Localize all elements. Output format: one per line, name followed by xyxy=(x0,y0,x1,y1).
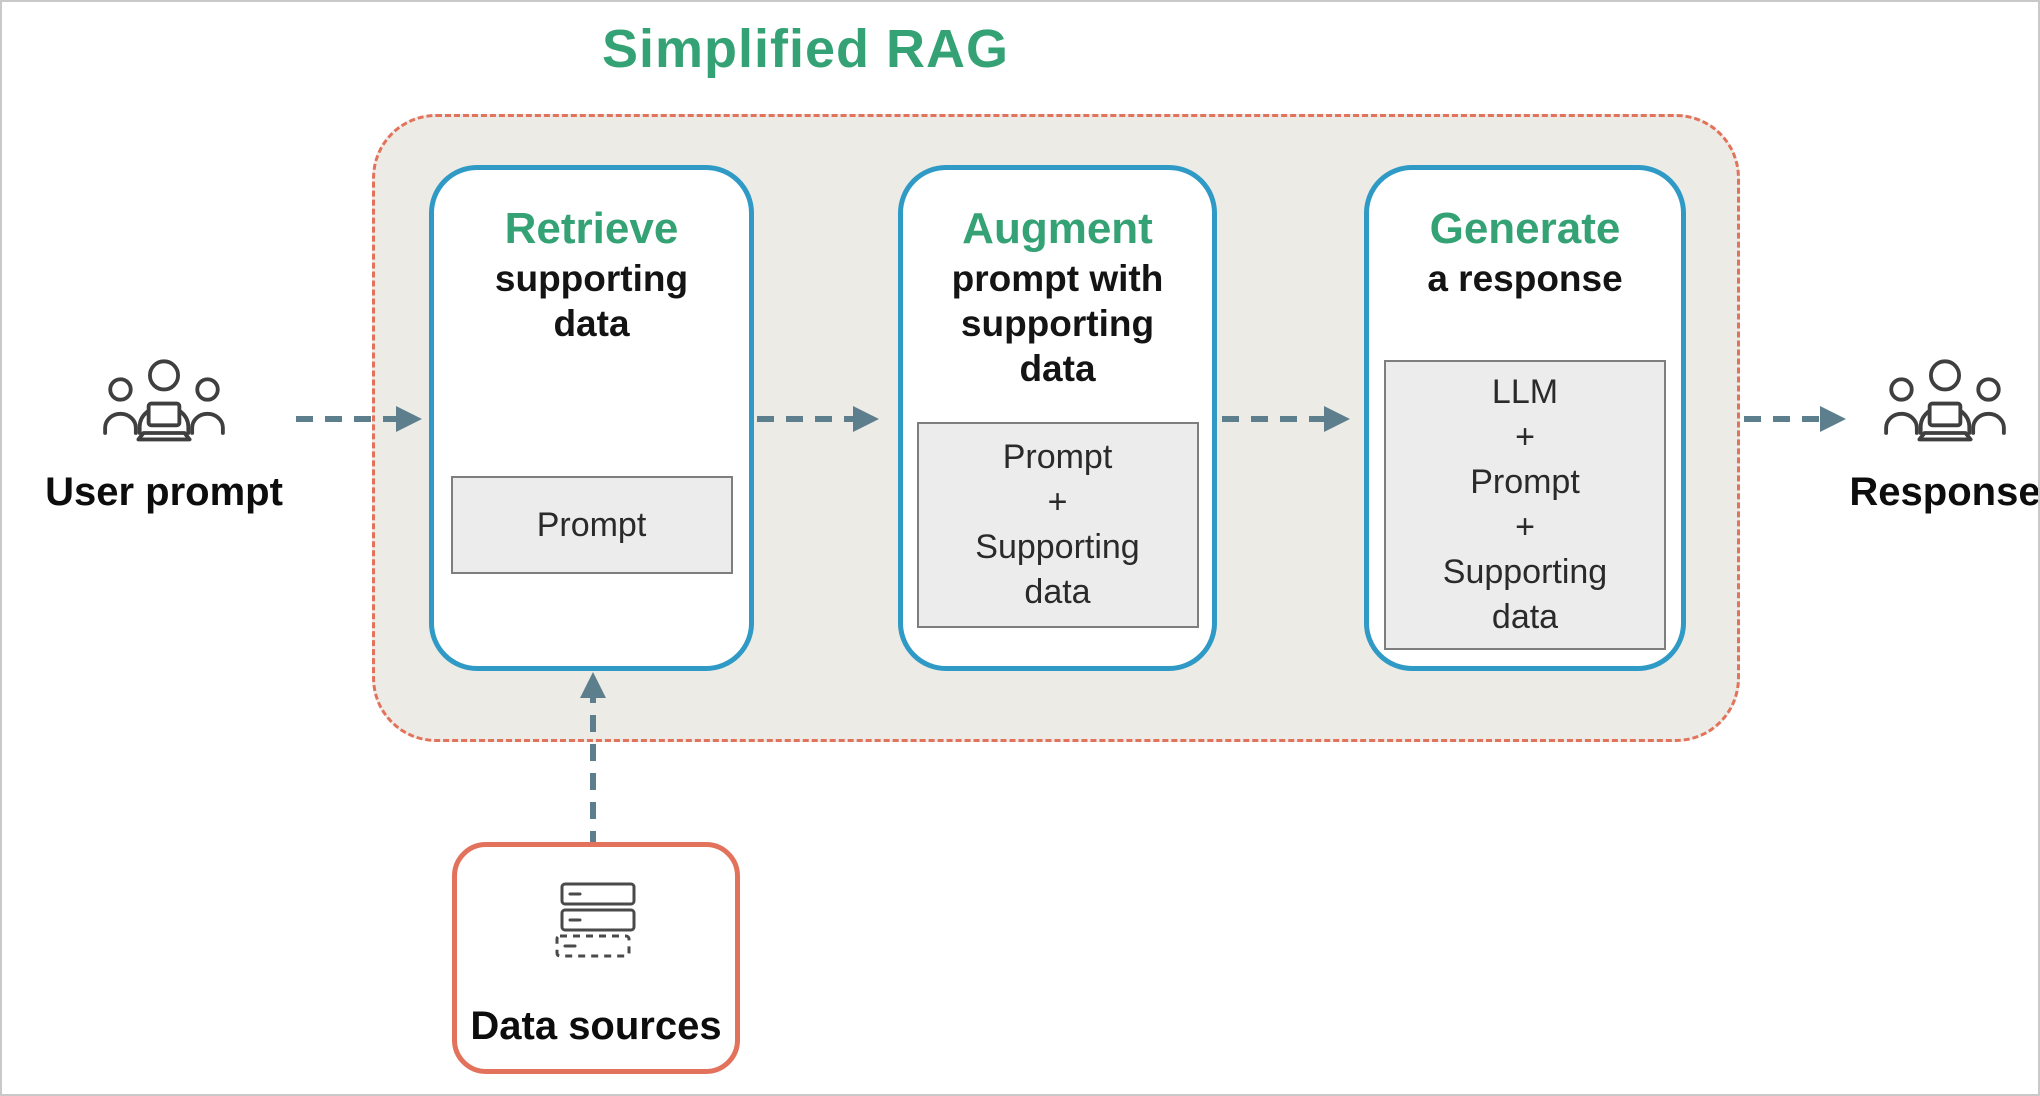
users-laptop-icon xyxy=(1884,359,2006,442)
generate-box-line: + xyxy=(1515,418,1535,457)
arrow-retrieve-to-augment-icon xyxy=(757,406,879,432)
database-icon xyxy=(555,882,636,958)
augment-subheading: prompt with supporting data xyxy=(903,256,1212,391)
data-sources-card: Data sources xyxy=(452,842,740,1074)
generate-box-line: LLM xyxy=(1491,373,1559,412)
augment-heading: Augment xyxy=(962,204,1153,253)
retrieve-prompt-box: Prompt xyxy=(450,476,733,574)
retrieve-heading: Retrieve xyxy=(504,204,679,253)
user-prompt-actor: User prompt xyxy=(32,354,296,515)
response-actor: Response xyxy=(1813,354,2040,515)
arrow-pipeline-to-response-icon xyxy=(1744,406,1846,432)
arrow-user-to-pipeline-icon xyxy=(296,406,422,432)
generate-card: Generate a response LLM + Prompt + Suppo… xyxy=(1364,165,1686,671)
augment-box-line: data xyxy=(1024,572,1091,611)
retrieve-card: Retrieve supporting data Prompt xyxy=(429,165,754,671)
augment-card: Augment prompt with supporting data Prom… xyxy=(898,165,1217,671)
generate-box-line: + xyxy=(1515,508,1535,546)
augment-subheading-line: data xyxy=(1019,348,1096,390)
generate-subheading: a response xyxy=(1369,256,1681,301)
augment-subheading-line: supporting xyxy=(960,303,1155,345)
user-prompt-label: User prompt xyxy=(45,470,283,514)
generate-subheading-line: a response xyxy=(1427,258,1623,299)
response-label: Response xyxy=(1849,470,2040,514)
augment-content-box: Prompt + Supporting data xyxy=(916,422,1199,628)
generate-box-line: Supporting xyxy=(1442,552,1608,591)
augment-box-line: + xyxy=(1047,483,1068,522)
diagram-title: Simplified RAG xyxy=(602,19,1010,79)
prompt-box-line: Prompt xyxy=(536,505,647,544)
augment-box-line: Supporting xyxy=(975,528,1140,566)
users-laptop-icon xyxy=(103,359,225,442)
generate-box-line: Prompt xyxy=(1470,463,1580,502)
generate-heading: Generate xyxy=(1429,204,1621,253)
generate-content-box: LLM + Prompt + Supporting data xyxy=(1384,360,1666,650)
retrieve-subheading-line: supporting xyxy=(494,258,689,299)
arrow-augment-to-generate-icon xyxy=(1222,406,1350,432)
generate-box-line: data xyxy=(1491,597,1559,636)
augment-box-line: Prompt xyxy=(1002,438,1113,477)
arrow-datasources-to-retrieve-icon xyxy=(580,672,606,848)
retrieve-subheading-line: data xyxy=(553,303,630,345)
retrieve-subheading: supporting data xyxy=(434,256,749,346)
augment-subheading-line: prompt with xyxy=(951,258,1164,299)
data-sources-label: Data sources xyxy=(470,1004,722,1048)
